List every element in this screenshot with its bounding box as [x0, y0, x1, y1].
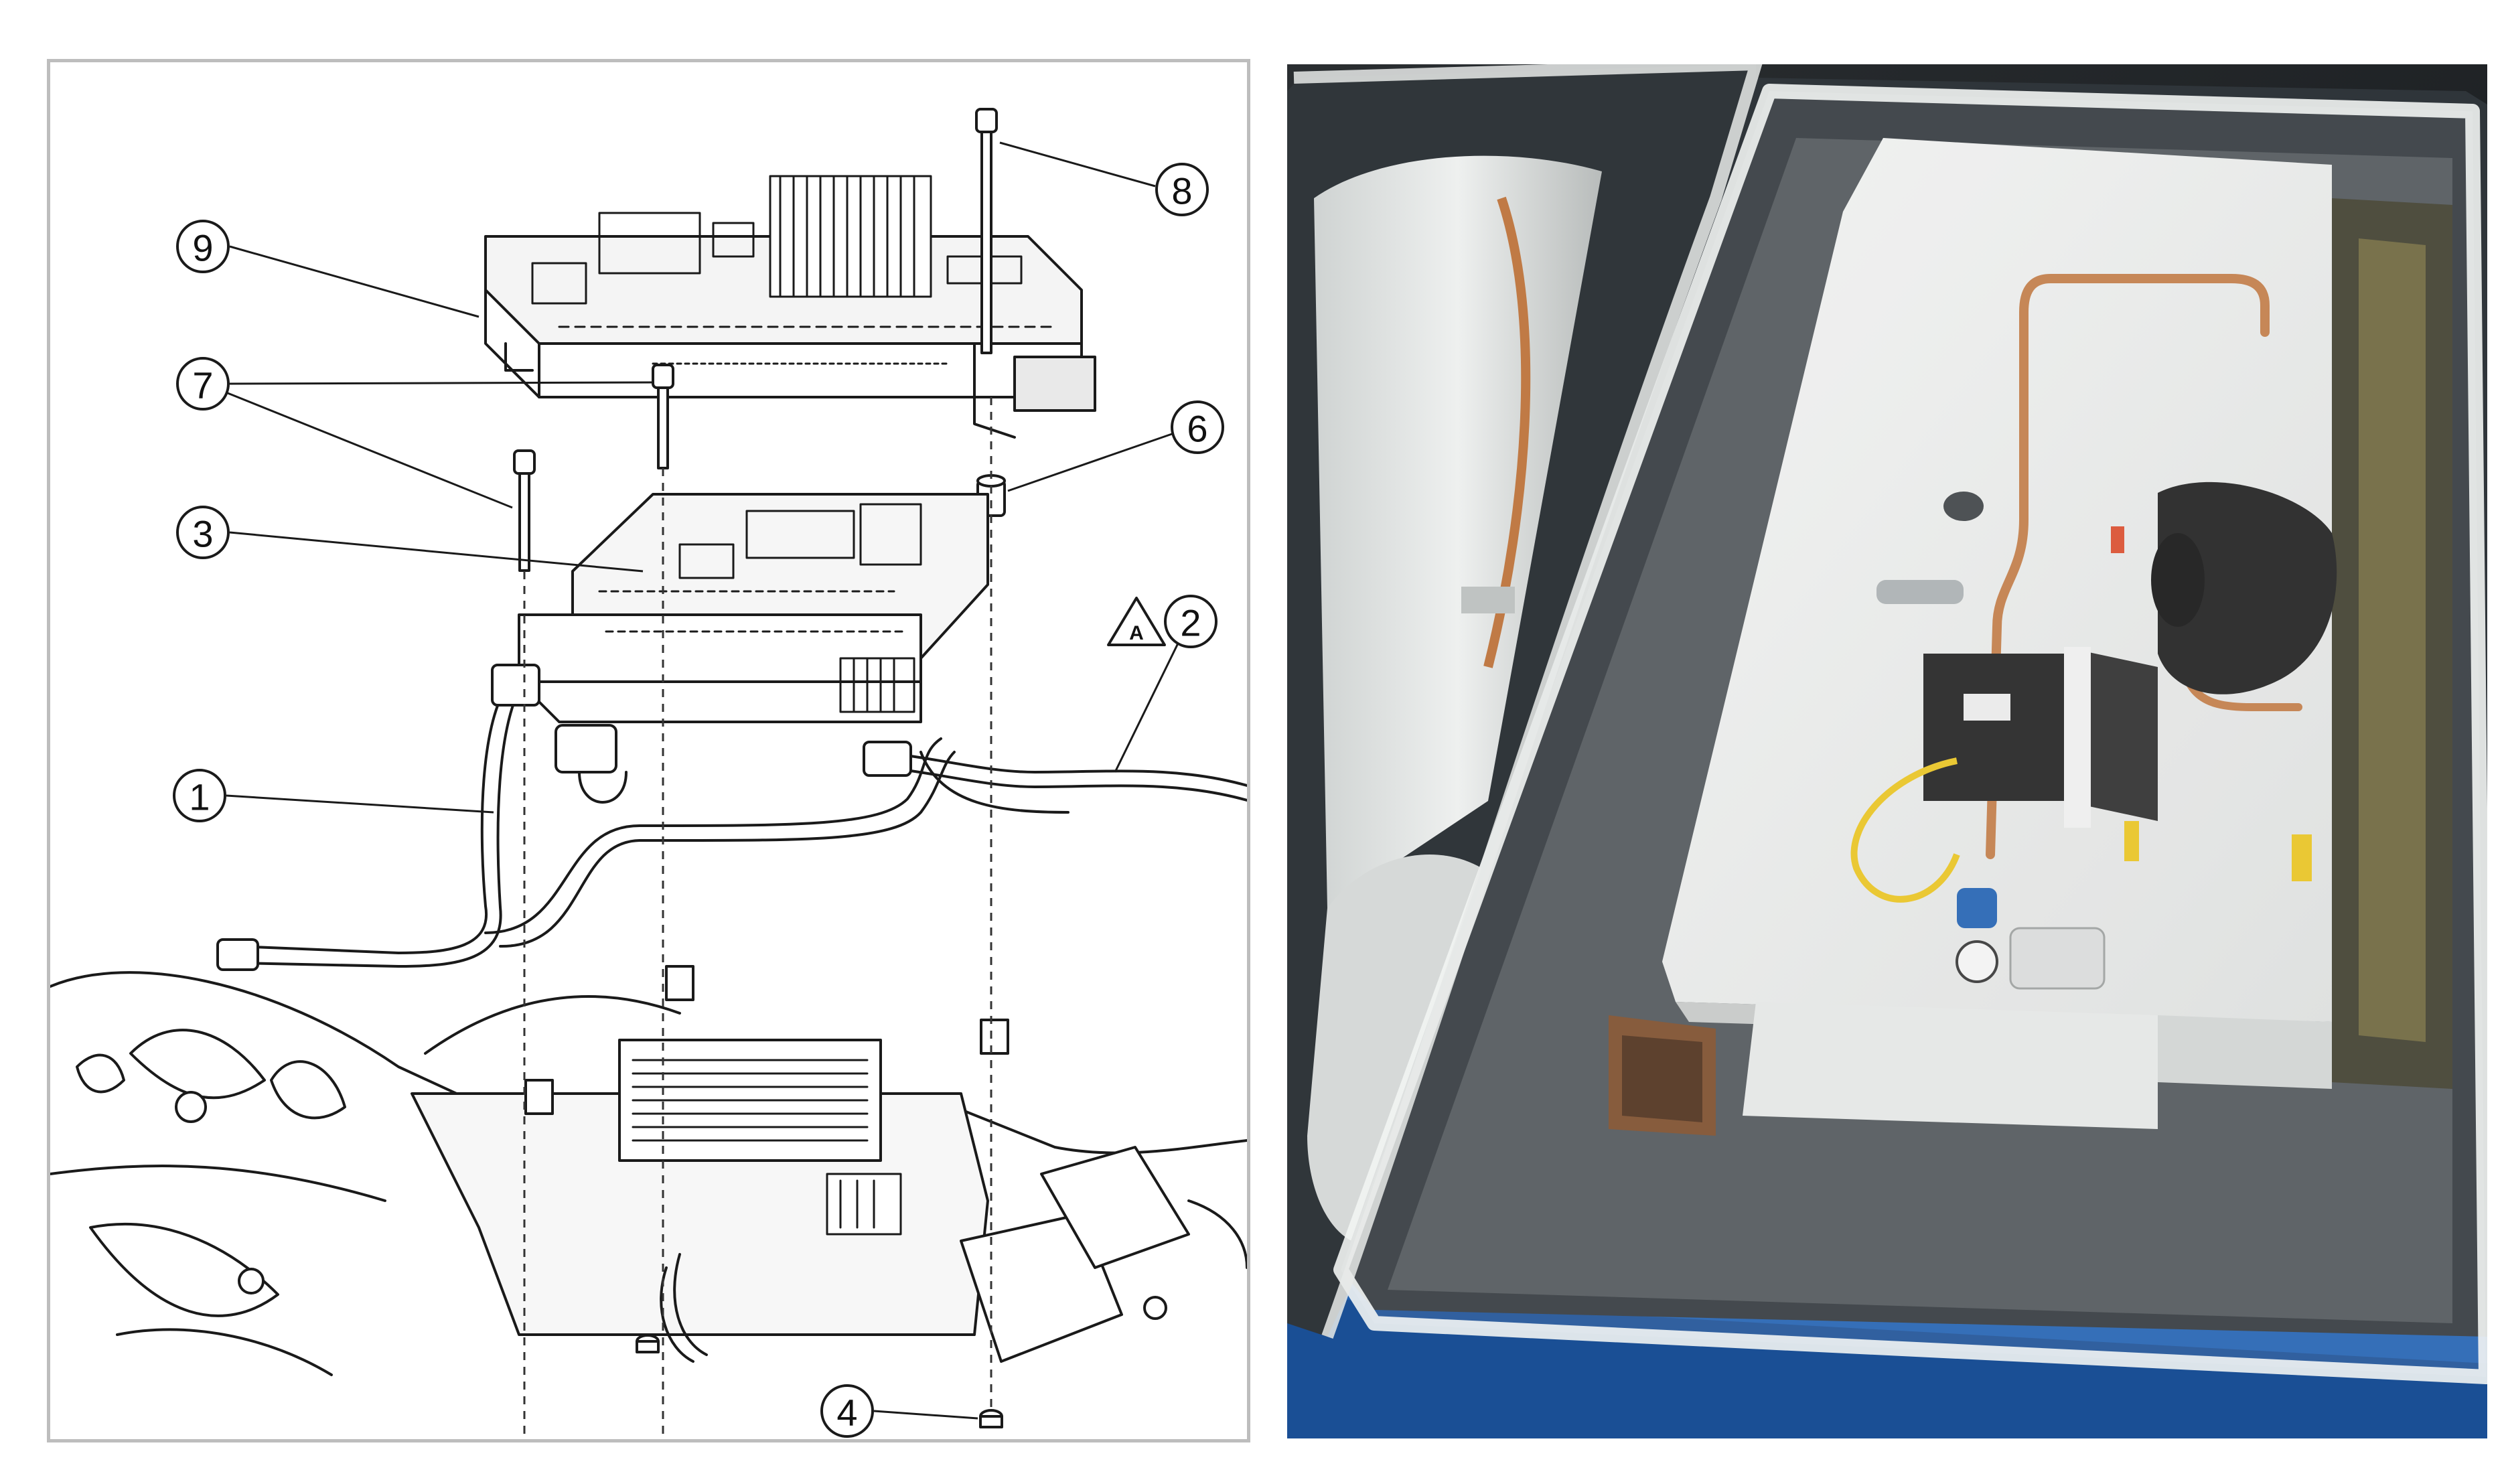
main-enclosure [1333, 78, 2487, 1384]
callout-8: 8 [1155, 163, 1209, 216]
leader-lines [224, 141, 1190, 1420]
bolt-7-left [513, 449, 536, 572]
cable-harness-1 [216, 664, 956, 971]
callout-9: 9 [176, 220, 230, 273]
callout-2-label: 2 [1180, 602, 1201, 644]
alignment-dashed-lines [523, 397, 992, 1439]
left-compartment [1287, 64, 1756, 1337]
base-frame [50, 965, 1247, 1376]
callout-4: 4 [820, 1384, 874, 1438]
cable-2 [863, 741, 1247, 814]
callout-7: 7 [176, 357, 230, 411]
callout-9-label: 9 [192, 227, 213, 269]
controller-box [1923, 654, 2064, 801]
callout-4-label: 4 [836, 1392, 857, 1434]
pressure-gauge-icon [1956, 940, 1998, 983]
callout-2: 2 [1164, 595, 1218, 648]
callout-8-label: 8 [1171, 170, 1192, 212]
enclosure-photo [1287, 64, 2487, 1438]
mounting-plate [1662, 138, 2332, 1022]
warning-label [2292, 834, 2312, 881]
pressure-regulator [1957, 888, 1997, 928]
copper-pipe [1986, 274, 2270, 859]
callout-1: 1 [173, 769, 226, 822]
nut-4 [636, 1334, 1003, 1428]
power-board [518, 493, 989, 723]
diagram-canvas: 1 2 A 3 4 6 7 8 [50, 108, 1247, 1439]
control-board-with-heatsink [484, 175, 1096, 439]
callout-1-label: 1 [189, 776, 210, 818]
callout-6-label: 6 [1187, 408, 1207, 450]
callout-6: 6 [1171, 400, 1224, 454]
yellow-cable [1850, 757, 1960, 903]
bolt-8 [975, 108, 998, 354]
callout-3: 3 [176, 506, 230, 559]
photo-canvas [1287, 64, 2487, 1438]
callout-7-label: 7 [192, 364, 213, 406]
warning-triangle-icon: A [1107, 597, 1166, 646]
compressor [2158, 481, 2337, 694]
exploded-assembly-diagram: 1 2 A 3 4 6 7 8 [47, 59, 1250, 1442]
bolt-7-right [652, 364, 674, 469]
callout-3-label: 3 [192, 513, 213, 555]
warning-symbol-label: A [1129, 622, 1144, 644]
